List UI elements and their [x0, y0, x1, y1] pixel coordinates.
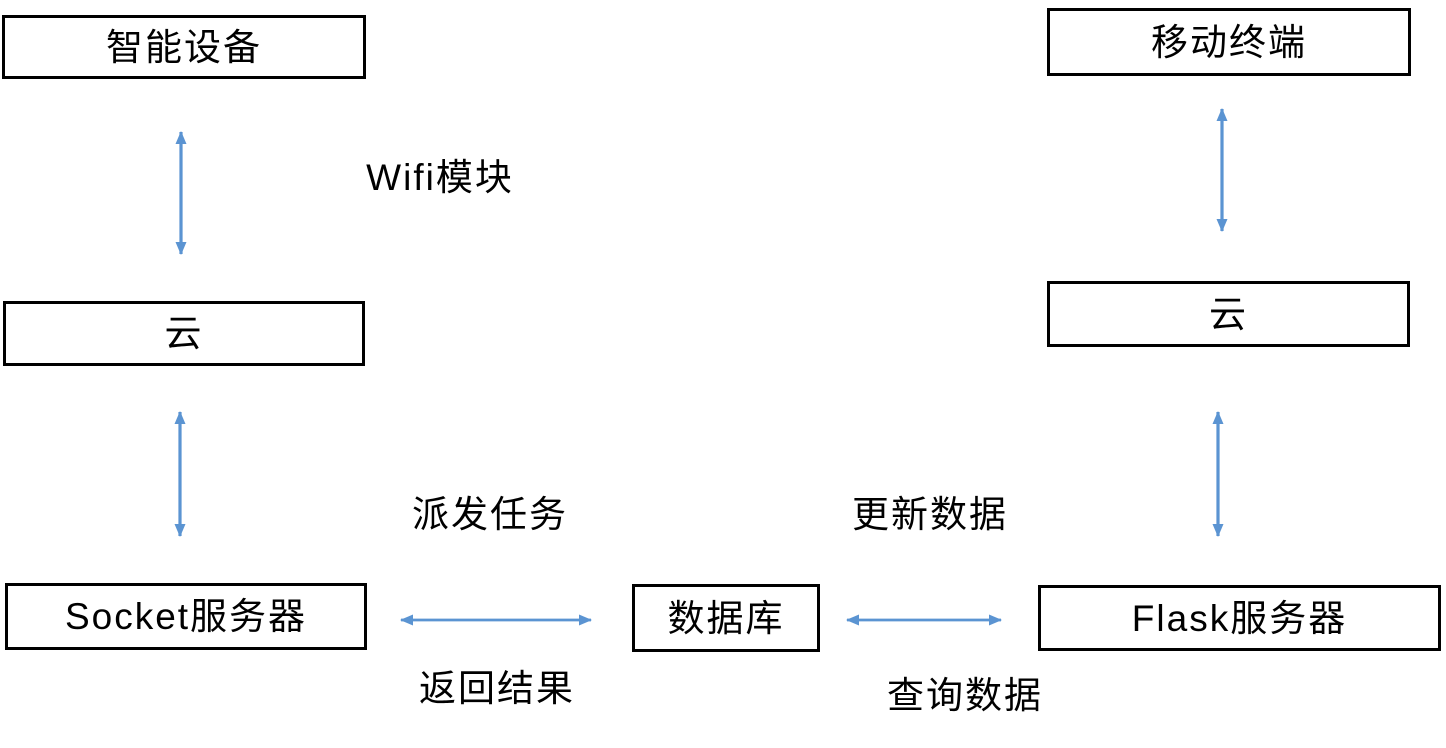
box-database-label: 数据库 — [667, 597, 785, 639]
box-mobile-terminal: 移动终端 — [1047, 8, 1411, 76]
edge-label-query-data: 查询数据 — [887, 675, 1043, 716]
box-smart-device: 智能设备 — [2, 15, 366, 79]
edge-label-wifi-module: Wifi模块 — [366, 157, 514, 198]
box-flask-server: Flask服务器 — [1038, 585, 1441, 651]
box-cloud-left: 云 — [3, 301, 365, 366]
edge-label-dispatch-task: 派发任务 — [412, 494, 568, 535]
box-flask-server-label: Flask服务器 — [1131, 597, 1348, 639]
box-smart-device-label: 智能设备 — [106, 26, 262, 68]
box-socket-server-label: Socket服务器 — [64, 596, 308, 637]
box-cloud-right-label: 云 — [1209, 293, 1248, 335]
box-cloud-right: 云 — [1047, 281, 1410, 347]
box-database: 数据库 — [632, 584, 820, 652]
edge-label-update-data: 更新数据 — [852, 494, 1008, 535]
box-mobile-terminal-label: 移动终端 — [1151, 21, 1307, 63]
edge-label-return-result: 返回结果 — [419, 668, 575, 709]
box-socket-server: Socket服务器 — [5, 583, 367, 650]
box-cloud-left-label: 云 — [164, 313, 204, 354]
